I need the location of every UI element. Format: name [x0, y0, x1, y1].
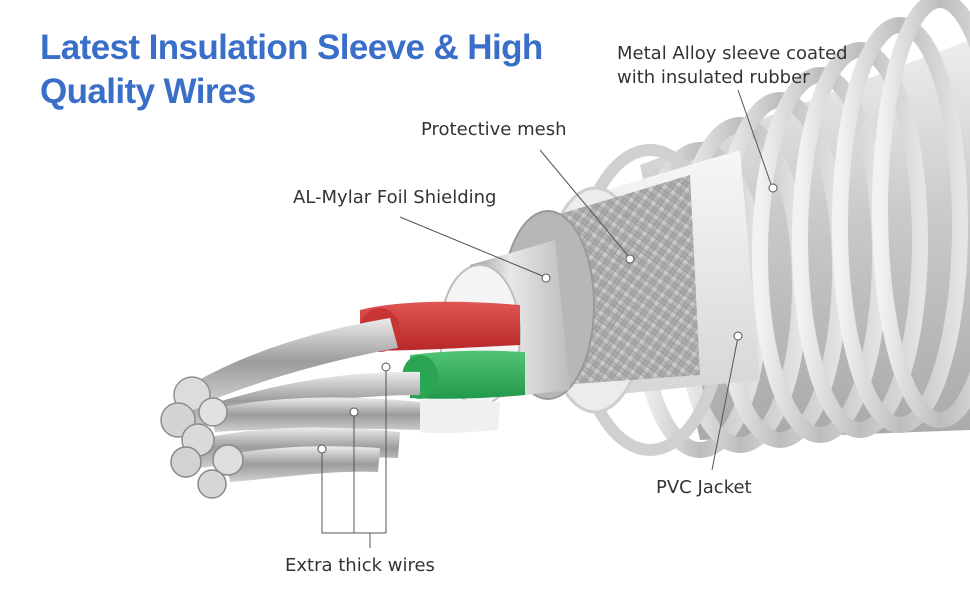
leader-thick-wires — [321, 367, 387, 548]
red-wire — [360, 301, 520, 351]
leader-metal-alloy — [737, 89, 773, 188]
white-wire — [420, 399, 500, 434]
marker-metal-alloy — [768, 183, 778, 193]
leader-lines — [317, 89, 778, 548]
leader-foil-shielding — [399, 216, 546, 278]
callout-protective-mesh: Protective mesh — [421, 119, 567, 140]
bare-strands — [160, 318, 420, 499]
callout-foil-shielding: AL-Mylar Foil Shielding — [293, 187, 497, 208]
callout-metal-alloy-line-1: Metal Alloy sleeve coated — [617, 43, 848, 64]
headline: Latest Insulation Sleeve & High Quality … — [40, 26, 580, 114]
marker-pvc-jacket — [733, 331, 743, 341]
marker-thick-wire-1 — [317, 444, 327, 454]
leader-pvc-jacket — [711, 336, 739, 471]
callout-metal-alloy-line-2: with insulated rubber — [617, 67, 810, 88]
marker-protective-mesh — [625, 254, 635, 264]
headline-line-1: Latest Insulation Sleeve & High — [40, 28, 543, 67]
callout-extra-thick-wires: Extra thick wires — [285, 555, 435, 576]
marker-thick-wire-3 — [381, 362, 391, 372]
headline-line-2: Quality Wires — [40, 72, 256, 111]
callout-metal-alloy-sleeve: Metal Alloy sleeve coated with insulated… — [617, 42, 848, 90]
marker-thick-wire-2 — [349, 407, 359, 417]
green-wire — [410, 350, 525, 399]
marker-foil-shielding — [541, 273, 551, 283]
callout-pvc-jacket: PVC Jacket — [656, 477, 752, 498]
leader-protective-mesh — [539, 149, 631, 259]
